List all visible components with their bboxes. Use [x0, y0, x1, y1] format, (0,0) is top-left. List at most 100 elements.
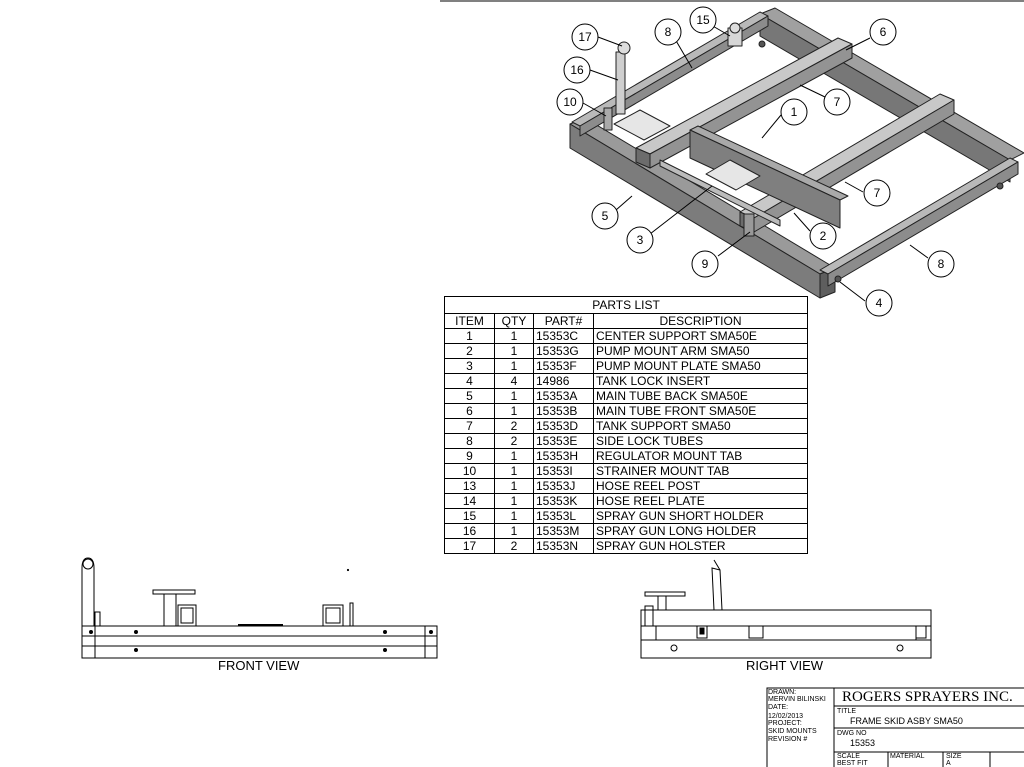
cell-part: 15353C: [533, 328, 594, 344]
callout-16: 16: [570, 63, 584, 77]
regulator-mount-tab: [743, 213, 755, 237]
cell-part: 15353M: [533, 523, 594, 539]
cell-qty: 1: [494, 388, 534, 404]
cell-item: 4: [444, 373, 495, 389]
cell-description: SPRAY GUN LONG HOLDER: [593, 523, 808, 539]
cell-description: PUMP MOUNT ARM SMA50: [593, 343, 808, 359]
cell-item: 3: [444, 358, 495, 374]
dwg-no-label: DWG NO: [837, 730, 867, 737]
pump-mount-plate: [705, 159, 761, 191]
cell-description: SPRAY GUN HOLSTER: [593, 538, 808, 554]
cell-description: MAIN TUBE BACK SMA50E: [593, 388, 808, 404]
parts-list-header-row: ITEM QTY PART# DESCRIPTION: [444, 313, 808, 329]
cell-item: 9: [444, 448, 495, 464]
header-qty: QTY: [494, 313, 534, 329]
cell-item: 16: [444, 523, 495, 539]
date-value: 12/02/2013: [768, 713, 804, 720]
material-label: MATERIAL: [890, 753, 925, 760]
cell-item: 14: [444, 493, 495, 509]
date-label: DATE:: [768, 704, 789, 711]
cell-description: CENTER SUPPORT SMA50E: [593, 328, 808, 344]
title-block: DRAWN: MERVIN BILINSKI DATE: 12/02/2013 …: [766, 688, 1024, 767]
header-part: PART#: [533, 313, 594, 329]
cell-qty: 1: [494, 478, 534, 494]
revision-label: REVISION #: [768, 736, 808, 743]
cell-part: 15353F: [533, 358, 594, 374]
cell-description: STRAINER MOUNT TAB: [593, 463, 808, 479]
cell-qty: 1: [494, 403, 534, 419]
callout-10: 10: [563, 95, 577, 109]
cell-description: HOSE REEL PLATE: [593, 493, 808, 509]
cell-qty: 1: [494, 343, 534, 359]
cell-qty: 1: [494, 328, 534, 344]
tank-support-lower: [739, 93, 955, 219]
cell-item: 2: [444, 343, 495, 359]
cell-part: 15353D: [533, 418, 594, 434]
cell-item: 17: [444, 538, 495, 554]
cell-item: 1: [444, 328, 495, 344]
cell-item: 13: [444, 478, 495, 494]
title-block-frame: [766, 687, 1024, 767]
cell-qty: 1: [494, 493, 534, 509]
size-value: A: [946, 760, 951, 767]
tank-lock-insert: [834, 275, 842, 283]
cell-description: TANK LOCK INSERT: [593, 373, 808, 389]
cell-description: REGULATOR MOUNT TAB: [593, 448, 808, 464]
cell-qty: 1: [494, 508, 534, 524]
cell-part: 15353A: [533, 388, 594, 404]
cell-qty: 1: [494, 523, 534, 539]
spray-gun-long-holder: [615, 51, 626, 115]
tank-support-upper: [635, 37, 853, 155]
dwg-no-value: 15353: [850, 738, 876, 748]
callout-6: 6: [880, 25, 887, 39]
callout-15: 15: [696, 13, 710, 27]
header-item: ITEM: [444, 313, 495, 329]
cell-part: 14986: [533, 373, 594, 389]
cell-item: 7: [444, 418, 495, 434]
callout-17: 17: [578, 30, 592, 44]
strainer-mount-tab: [603, 107, 613, 131]
cell-part: 15353N: [533, 538, 594, 554]
front-view-label: FRONT VIEW: [218, 658, 300, 673]
cell-item: 10: [444, 463, 495, 479]
project-value: SKID MOUNTS: [768, 728, 817, 735]
callout-7b: 7: [874, 186, 881, 200]
callout-7: 7: [834, 95, 841, 109]
callout-5: 5: [602, 209, 609, 223]
cell-part: 15353L: [533, 508, 594, 524]
callout-2: 2: [820, 229, 827, 243]
right-view-label: RIGHT VIEW: [746, 658, 824, 673]
cell-qty: 1: [494, 448, 534, 464]
cell-part: 15353I: [533, 463, 594, 479]
cell-item: 6: [444, 403, 495, 419]
scale-label: SCALE: [837, 753, 860, 760]
cell-qty: 1: [494, 358, 534, 374]
cell-part: 15353B: [533, 403, 594, 419]
scale-value: BEST FIT: [837, 760, 868, 767]
cell-part: 15353K: [533, 493, 594, 509]
callout-8b: 8: [938, 257, 945, 271]
spray-gun-holster: [617, 41, 631, 55]
cell-description: PUMP MOUNT PLATE SMA50: [593, 358, 808, 374]
title-label: TITLE: [837, 708, 857, 715]
cell-part: 15353H: [533, 448, 594, 464]
parts-list-title: PARTS LIST: [444, 296, 808, 313]
callout-4: 4: [876, 296, 883, 310]
pump-mount-arm: [659, 159, 781, 227]
callout-8: 8: [665, 25, 672, 39]
front-view-drawing: [81, 557, 438, 659]
cell-description: SPRAY GUN SHORT HOLDER: [593, 508, 808, 524]
